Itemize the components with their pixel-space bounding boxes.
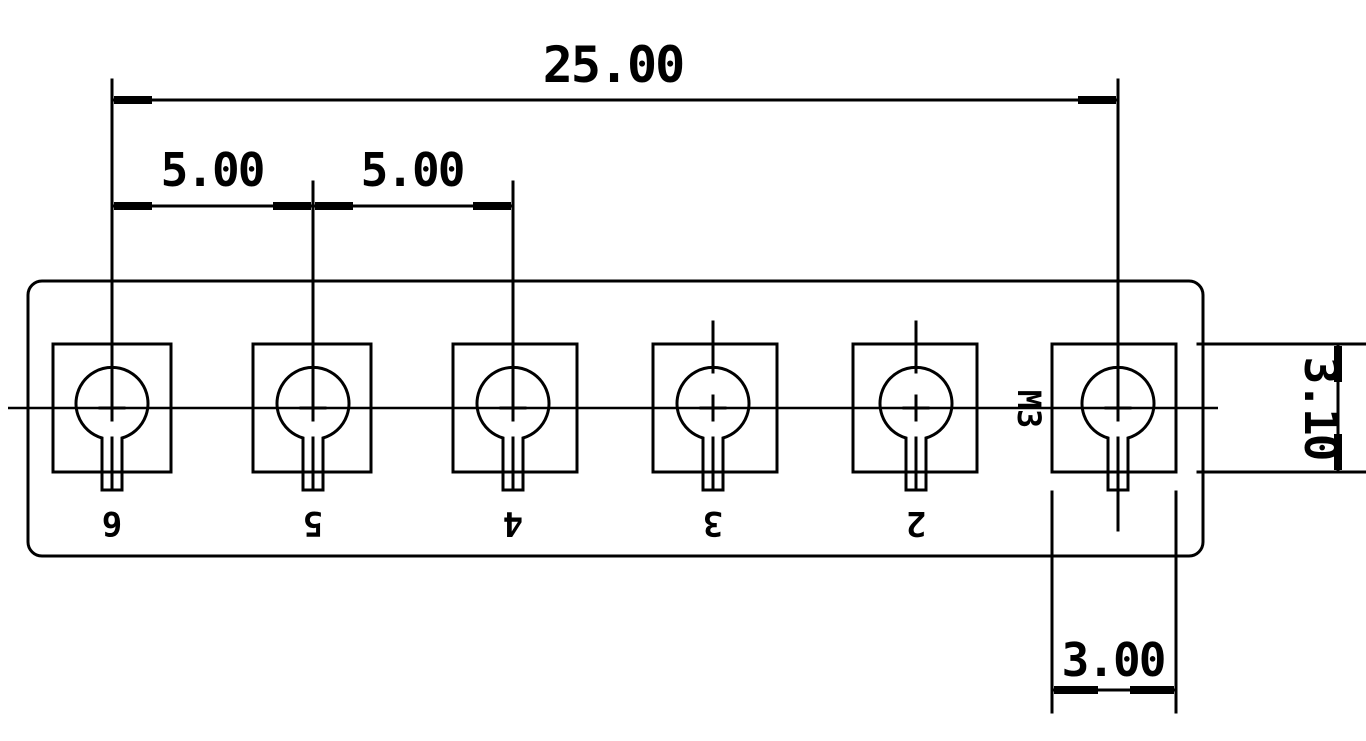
pad-width-dimension-label: 3.00 bbox=[1062, 633, 1165, 687]
pad-width-dimension: 3.00 bbox=[1050, 490, 1178, 714]
pin-pad-square bbox=[451, 342, 579, 474]
pin-pad-shape bbox=[475, 365, 551, 492]
pin-label: 2 bbox=[906, 503, 926, 543]
pin-2: 2 bbox=[851, 320, 979, 543]
overall-dimension-label: 25.00 bbox=[543, 36, 684, 94]
pin-3: 3 bbox=[651, 320, 779, 543]
pin-6: 6 bbox=[51, 342, 173, 543]
pitch-dimension-label-1: 5.00 bbox=[161, 143, 264, 197]
pin-pad-square bbox=[1050, 342, 1178, 474]
height-dimension: 3.10 bbox=[1196, 342, 1366, 474]
marker-label: M3 bbox=[1010, 390, 1048, 429]
pin-4: 4 bbox=[451, 342, 579, 543]
pin-label: 5 bbox=[303, 503, 323, 543]
pin-pad-square bbox=[651, 342, 779, 474]
pin-5: 5 bbox=[251, 342, 373, 543]
pin-pad-shape bbox=[275, 365, 351, 492]
overall-dimension: 25.00 bbox=[110, 36, 1120, 410]
pin-label: 3 bbox=[703, 503, 723, 543]
pin-pad-shape bbox=[878, 365, 954, 492]
pitch-dimension: 5.00 5.00 bbox=[110, 143, 515, 410]
pin-label: 4 bbox=[503, 503, 523, 543]
connector-body-outline bbox=[26, 279, 1205, 558]
pin-pad-shape bbox=[1080, 365, 1156, 492]
pin-pad-shape bbox=[74, 365, 150, 492]
height-dimension-label: 3.10 bbox=[1294, 357, 1348, 460]
pin-label: 6 bbox=[102, 503, 122, 543]
pin-pad-shape bbox=[675, 365, 751, 492]
pin-1: 1 bbox=[1050, 342, 1178, 532]
pitch-dimension-label-2: 5.00 bbox=[361, 143, 464, 197]
